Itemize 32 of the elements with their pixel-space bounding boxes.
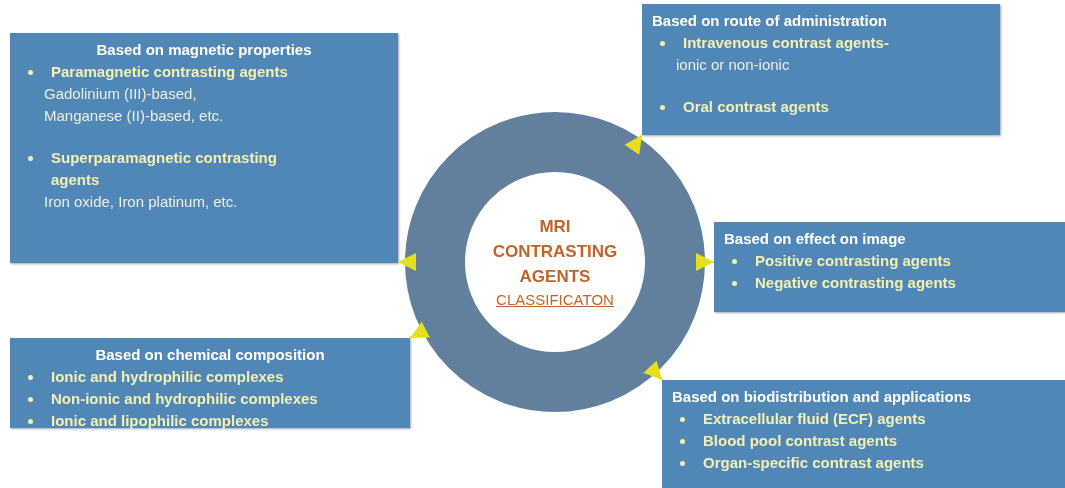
pointer-arrow (696, 253, 715, 271)
bullet-item: Positive contrasting agents (755, 251, 951, 271)
pointer-arrow (409, 321, 431, 339)
category-box (10, 338, 410, 428)
box-heading: Based on magnetic properties (95, 40, 313, 60)
bullet-item: Ionic and hydrophilic complexes (51, 367, 284, 387)
bullet-item: Superparamagnetic contrasting agents (51, 148, 278, 190)
bullet-item: Organ-specific contrast agents (703, 453, 924, 473)
pointer-arrow (643, 360, 663, 381)
box-heading: Based on route of administration (652, 11, 889, 31)
bullet-item: Negative contrasting agents (755, 273, 956, 293)
bullet-item: Extracellular fluid (ECF) agents (703, 409, 926, 429)
box-heading: Based on chemical composition (94, 345, 326, 365)
center-title: MRI CONTRASTING AGENTS (491, 215, 619, 288)
bullet-item: Oral contrast agents (683, 97, 829, 117)
box-heading: Based on biodistribution and applications (672, 387, 973, 407)
category-box (714, 222, 1065, 312)
bullet-item: Non-ionic and hydrophilic complexes (51, 389, 318, 409)
box-heading: Based on effect on image (724, 229, 907, 249)
item-detail: ionic or non-ionic (676, 55, 791, 75)
item-detail: Iron oxide, Iron platinum, etc. (44, 192, 239, 212)
category-box (662, 380, 1065, 488)
center-subtitle: CLASSIFICATON (496, 289, 614, 310)
pointer-arrow (624, 134, 643, 155)
bullet-item: Ionic and lipophilic complexes (51, 411, 269, 431)
category-box (642, 4, 1000, 135)
pointer-arrow (397, 253, 416, 271)
bullet-item: Blood pool contrast agents (703, 431, 898, 451)
item-detail: Gadolinium (III)-based, Manganese (II)-based, etc. (44, 84, 225, 126)
bullet-item: Paramagnetic contrasting agents (51, 62, 288, 82)
category-box (10, 33, 398, 263)
bullet-item: Intravenous contrast agents- (683, 33, 889, 53)
